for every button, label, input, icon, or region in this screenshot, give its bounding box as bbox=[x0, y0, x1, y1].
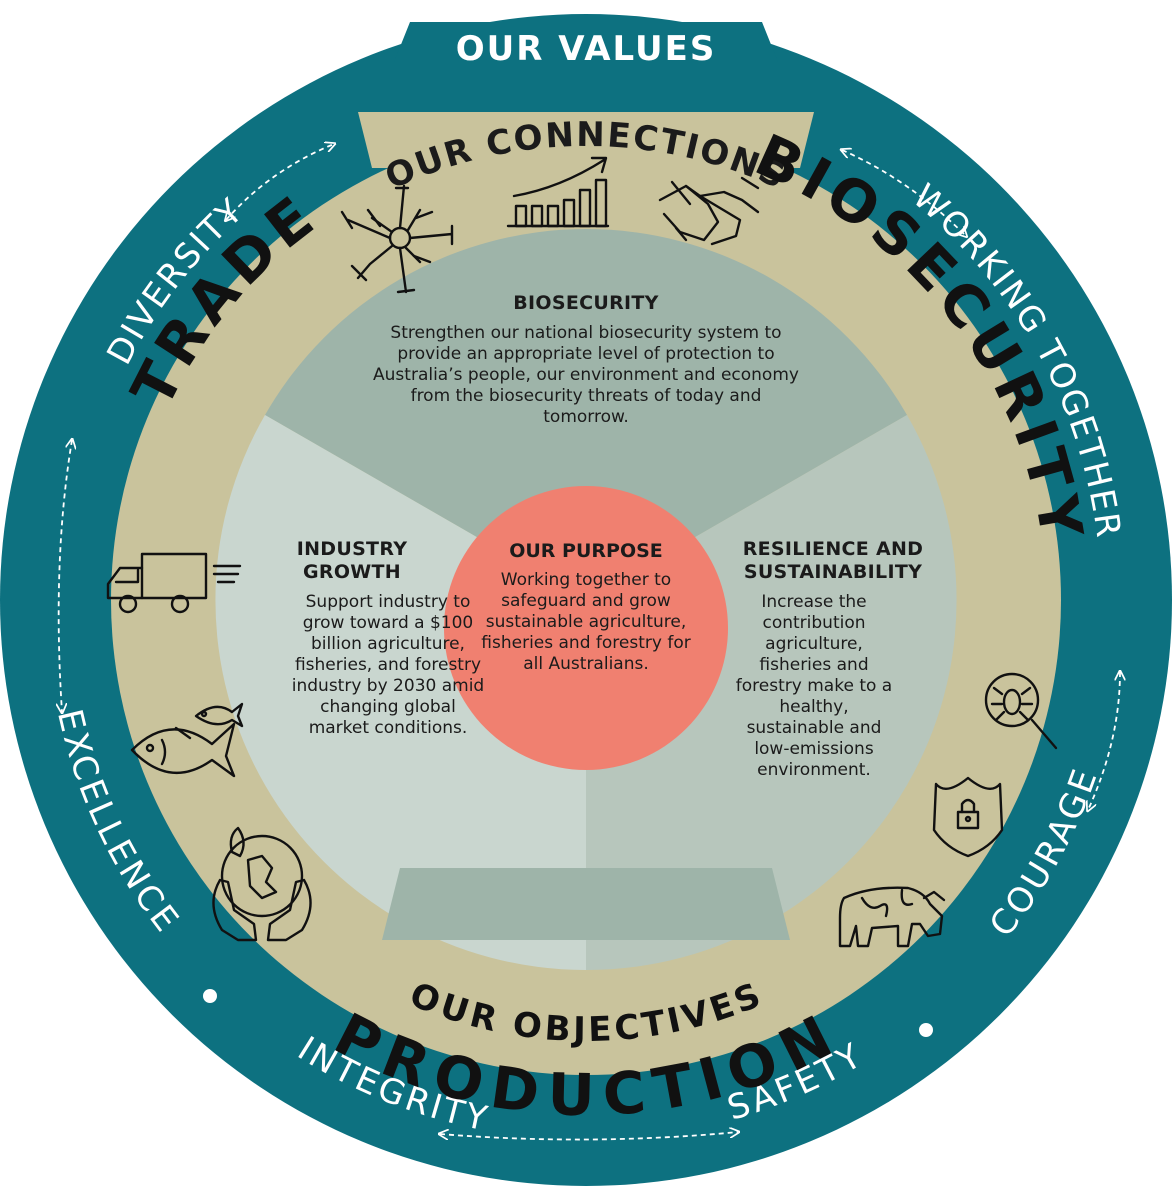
objective-biosecurity-title: BIOSECURITY bbox=[513, 292, 659, 314]
shield-lock-icon bbox=[932, 776, 1004, 858]
objective-biosecurity: BIOSECURITY Strengthen our national bios… bbox=[370, 292, 802, 428]
bullet-dot bbox=[919, 1023, 933, 1037]
objective-resilience-title: RESILIENCE AND SUSTAINABILITY bbox=[742, 538, 924, 583]
objectives-tab bbox=[382, 868, 790, 940]
connector-arrow bbox=[59, 440, 72, 712]
connector-arrow bbox=[226, 144, 334, 220]
objective-resilience: RESILIENCE AND SUSTAINABILITY Increase t… bbox=[728, 538, 938, 781]
objective-sector-biosecurity bbox=[265, 229, 907, 600]
connector-arrow bbox=[842, 150, 966, 236]
objective-resilience-body: Increase the contribution agriculture, f… bbox=[735, 592, 893, 780]
globe-hands-icon bbox=[212, 826, 312, 942]
objective-industry-title: INDUSTRY GROWTH bbox=[296, 538, 408, 583]
connector-arrow bbox=[1088, 672, 1120, 810]
connections-tab bbox=[358, 112, 814, 168]
handshake-icon bbox=[658, 176, 760, 246]
hands-together-icon bbox=[340, 184, 454, 294]
purpose-circle bbox=[444, 486, 728, 770]
truck-icon bbox=[106, 552, 242, 614]
purpose-title: OUR PURPOSE bbox=[509, 540, 663, 562]
objective-biosecurity-body: Strengthen our national biosecurity syst… bbox=[373, 323, 799, 427]
bug-magnifier-icon bbox=[984, 672, 1058, 750]
connector-arrow bbox=[440, 1132, 738, 1141]
values-tab bbox=[394, 22, 778, 62]
bullet-dot bbox=[203, 989, 217, 1003]
values-heading: OUR VALUES bbox=[456, 29, 717, 69]
purpose: OUR PURPOSE Working together to safeguar… bbox=[470, 540, 702, 675]
fish-icon bbox=[130, 702, 244, 778]
objective-industry-growth: INDUSTRY GROWTH Support industry to grow… bbox=[252, 538, 484, 739]
cow-icon bbox=[838, 886, 946, 948]
objective-industry-body: Support industry to grow toward a $100 b… bbox=[291, 592, 485, 738]
purpose-body: Working together to safeguard and grow s… bbox=[481, 570, 691, 674]
growth-chart-icon bbox=[506, 156, 610, 228]
